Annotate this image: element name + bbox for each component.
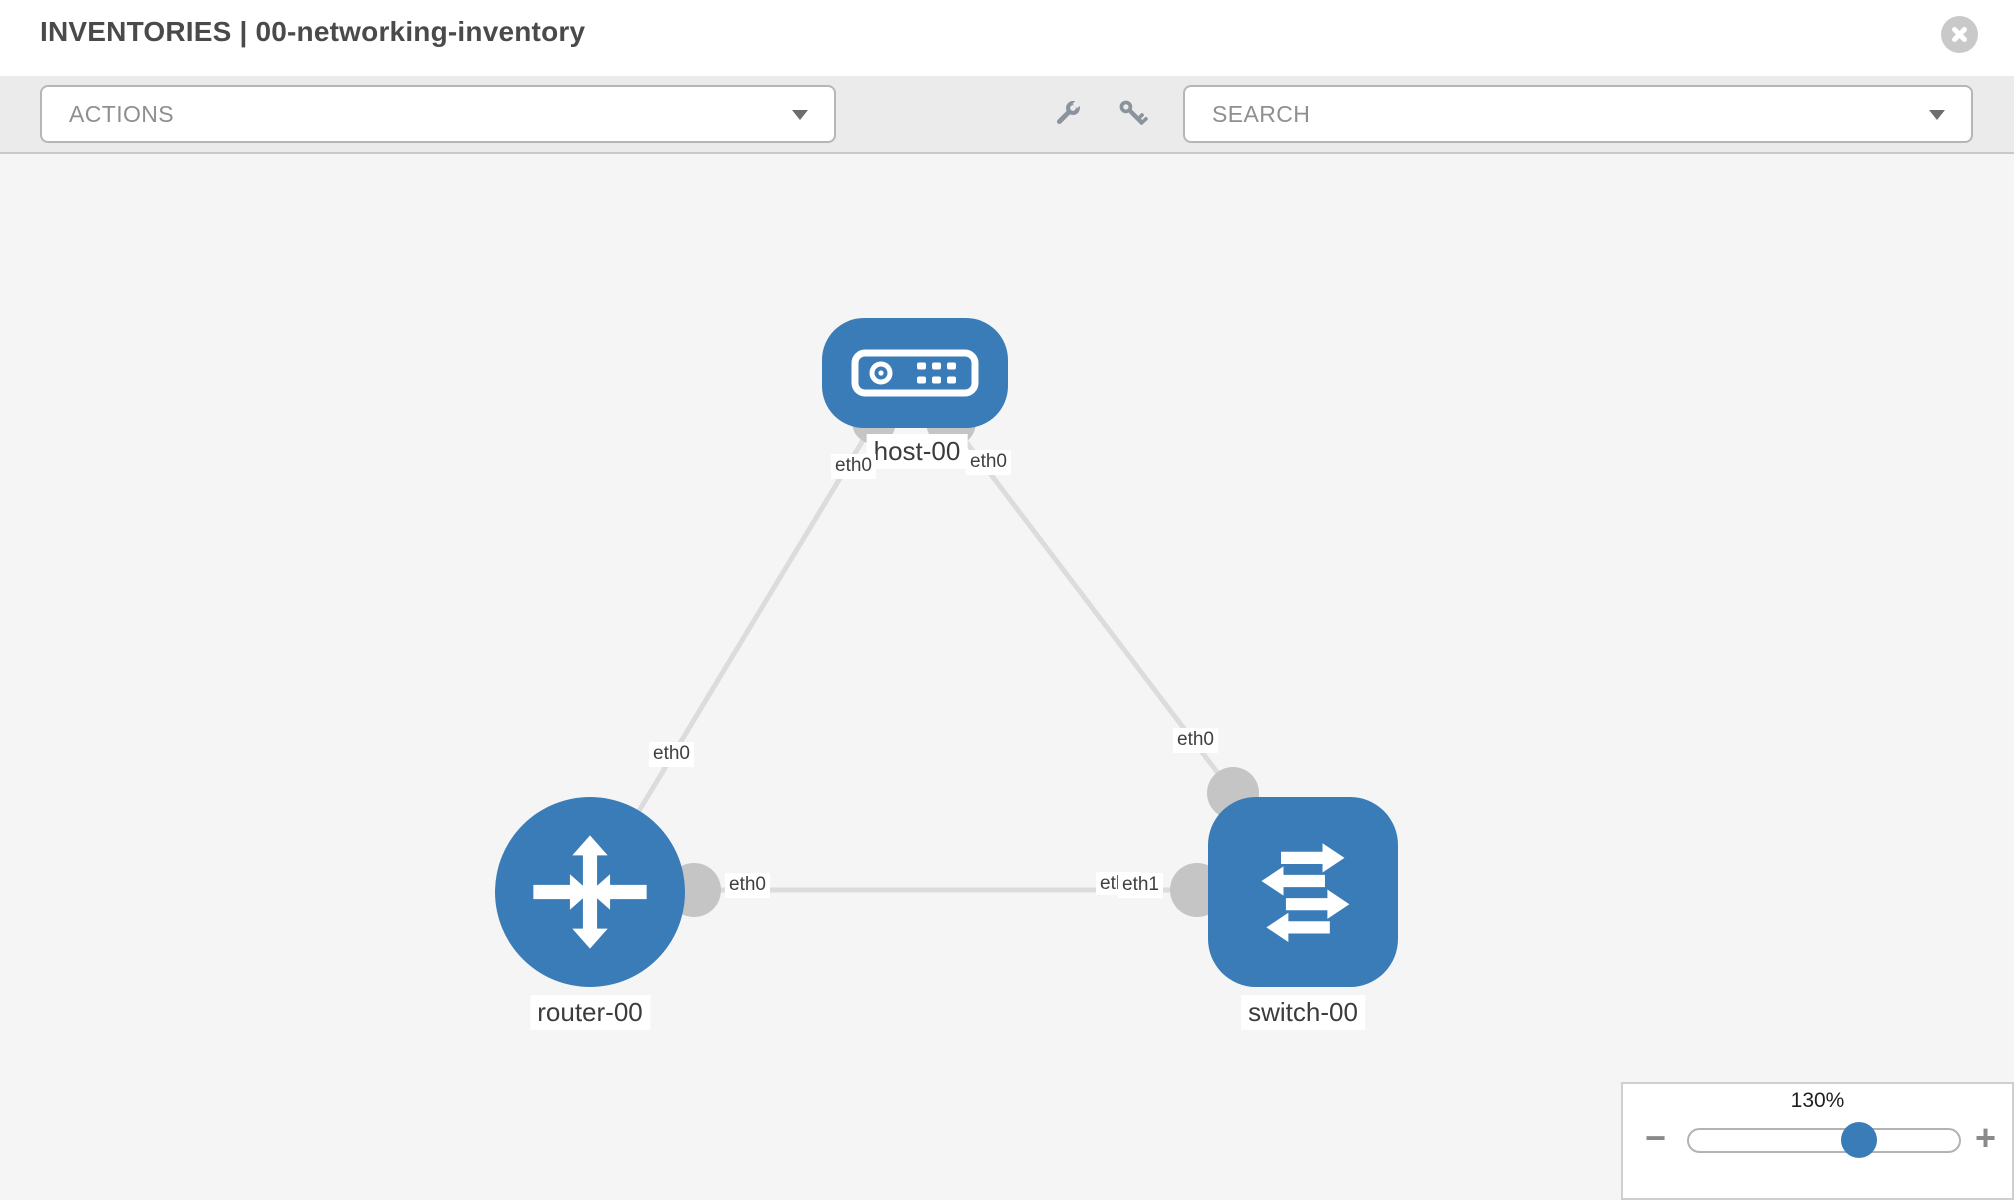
zoom-slider-thumb[interactable] xyxy=(1841,1122,1877,1158)
node-host-00[interactable] xyxy=(822,318,1008,428)
topology-canvas[interactable]: host-00 router-00 switch-00 eth0 eth0 et… xyxy=(0,154,2014,1200)
iflabel-router-to-switch: eth0 xyxy=(725,873,770,898)
zoom-slider[interactable] xyxy=(1687,1122,1961,1158)
node-router-00[interactable] xyxy=(495,797,685,987)
close-icon[interactable] xyxy=(1941,16,1978,53)
chevron-down-icon xyxy=(792,110,808,120)
node-label-host-00: host-00 xyxy=(866,434,968,469)
switch-arrows-icon xyxy=(1261,843,1350,943)
node-switch-00[interactable] xyxy=(1208,797,1398,987)
actions-dropdown[interactable]: ACTIONS xyxy=(40,85,836,143)
zoom-level: 130% xyxy=(1790,1089,1845,1112)
search-dropdown[interactable]: SEARCH xyxy=(1183,85,1973,143)
iflabel-switch-to-host: eth0 xyxy=(1173,728,1218,753)
toolbar: ACTIONS SEARCH xyxy=(0,76,2014,154)
chevron-down-icon xyxy=(1929,110,1945,120)
zoom-panel: 130% − + xyxy=(1621,1082,2014,1200)
zoom-in-button[interactable]: + xyxy=(1974,1117,1996,1158)
search-dropdown-label: SEARCH xyxy=(1212,100,1311,127)
node-label-router-00: router-00 xyxy=(530,995,650,1030)
router-arrows-icon xyxy=(533,835,647,949)
zoom-out-button[interactable]: − xyxy=(1645,1117,1667,1158)
iflabel-switch-to-router: eth1 xyxy=(1118,873,1163,898)
iflabel-switch-overlap-group: eth0 eth1 xyxy=(1096,872,1163,898)
iflabel-host-to-switch: eth0 xyxy=(966,450,1011,475)
topology-edges-layer xyxy=(587,397,1259,917)
actions-dropdown-label: ACTIONS xyxy=(69,100,175,127)
iflabel-router-to-host: eth0 xyxy=(649,742,694,767)
iflabel-host-to-router: eth0 xyxy=(831,454,876,479)
node-label-switch-00: switch-00 xyxy=(1241,995,1365,1030)
wrench-icon[interactable] xyxy=(1048,95,1086,133)
key-icon[interactable] xyxy=(1114,95,1152,133)
server-icon xyxy=(851,349,979,397)
header: INVENTORIES | 00-networking-inventory xyxy=(0,0,2014,76)
page-title: INVENTORIES | 00-networking-inventory xyxy=(40,16,586,47)
